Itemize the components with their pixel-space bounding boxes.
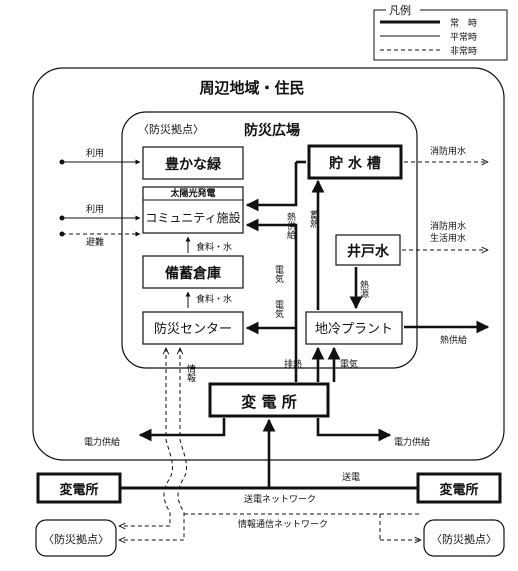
info-label: 情報 bbox=[185, 363, 196, 383]
community-label: コミュニティ施設 bbox=[145, 210, 240, 225]
power-supply-right-label: 電力供給 bbox=[394, 436, 430, 448]
center-label: 防災センター bbox=[154, 321, 232, 337]
plant-box bbox=[305, 311, 403, 345]
fire-water-label: 消防用水 bbox=[430, 145, 466, 157]
main-substation-label: 変 電 所 bbox=[241, 393, 296, 411]
left-substation-label: 変電所 bbox=[59, 482, 98, 498]
info-network-label: 情報通信ネットワーク bbox=[238, 518, 328, 530]
transmission-network-label: 送電ネットワーク bbox=[244, 493, 316, 505]
legend-emergency-label: 非常時 bbox=[450, 45, 477, 57]
storage-box bbox=[142, 255, 244, 289]
exhaust-heat-label: 排熱 bbox=[284, 358, 302, 370]
right-base-label: 〈防災拠点〉 bbox=[431, 532, 497, 546]
area-title: 周辺地域・住民 bbox=[199, 79, 304, 97]
right-base-box bbox=[423, 519, 505, 557]
electricity-to-community-arrow bbox=[245, 218, 298, 382]
green-box bbox=[142, 146, 244, 180]
legend-peace-label: 平常時 bbox=[450, 31, 477, 43]
plaza-title: 防災広場 bbox=[244, 122, 300, 139]
power-supply-left-label: 電力供給 bbox=[84, 436, 120, 448]
food-water-label-1: 食料・水 bbox=[196, 241, 232, 253]
plant-label: 地冷プラント bbox=[315, 322, 393, 337]
legend-normal-label: 常 時 bbox=[450, 17, 477, 29]
storage-label: 備蓄倉庫 bbox=[165, 265, 221, 282]
left-base-box bbox=[35, 519, 117, 557]
electricity-label-3: 電気 bbox=[340, 358, 358, 370]
solar-community-box bbox=[142, 186, 244, 234]
use-label-2: 利用 bbox=[86, 203, 104, 215]
left-inputs: 利用 利用 避難 bbox=[59, 147, 141, 248]
left-base-label: 〈防災拠点〉 bbox=[43, 532, 109, 546]
well-box bbox=[335, 234, 401, 266]
tank-box bbox=[307, 144, 403, 180]
electricity-label-1: 電気 bbox=[273, 265, 284, 284]
green-label: 豊かな緑 bbox=[165, 156, 222, 173]
food-water-label-2: 食料・水 bbox=[196, 293, 232, 305]
heat-supply-horizontal-label: 熱供給 bbox=[440, 334, 467, 346]
heat-storage-label: 蓄熱 bbox=[308, 209, 319, 229]
right-substation-label: 変電所 bbox=[439, 482, 478, 498]
solar-label: 太陽光発電 bbox=[169, 187, 215, 199]
plaza-frame bbox=[121, 111, 418, 369]
power-supply-left-arrow bbox=[138, 418, 226, 442]
info-line-outer bbox=[119, 348, 173, 526]
electricity-label-2: 電気 bbox=[273, 300, 284, 319]
legend: 凡例 常 時 平常時 非常時 bbox=[373, 3, 508, 61]
heat-source-label: 熱源 bbox=[358, 279, 369, 299]
legend-title: 凡例 bbox=[389, 3, 411, 17]
heat-supply-to-community-arrow bbox=[245, 162, 298, 212]
evac-label: 避難 bbox=[86, 236, 104, 248]
fire-life-water-label-1: 消防用水 bbox=[430, 220, 466, 232]
power-supply-right-arrow bbox=[316, 418, 392, 442]
use-label-1: 利用 bbox=[86, 147, 104, 159]
plaza-base-label: 〈防災拠点〉 bbox=[138, 122, 204, 136]
transmission-label: 送電 bbox=[342, 471, 360, 483]
info-line-inner bbox=[119, 348, 187, 540]
tank-label: 貯 水 槽 bbox=[329, 155, 381, 172]
center-box bbox=[142, 311, 244, 345]
fire-life-water-label-2: 生活用水 bbox=[430, 232, 466, 244]
well-label: 井戸水 bbox=[347, 243, 390, 260]
main-substation-box bbox=[208, 382, 330, 418]
